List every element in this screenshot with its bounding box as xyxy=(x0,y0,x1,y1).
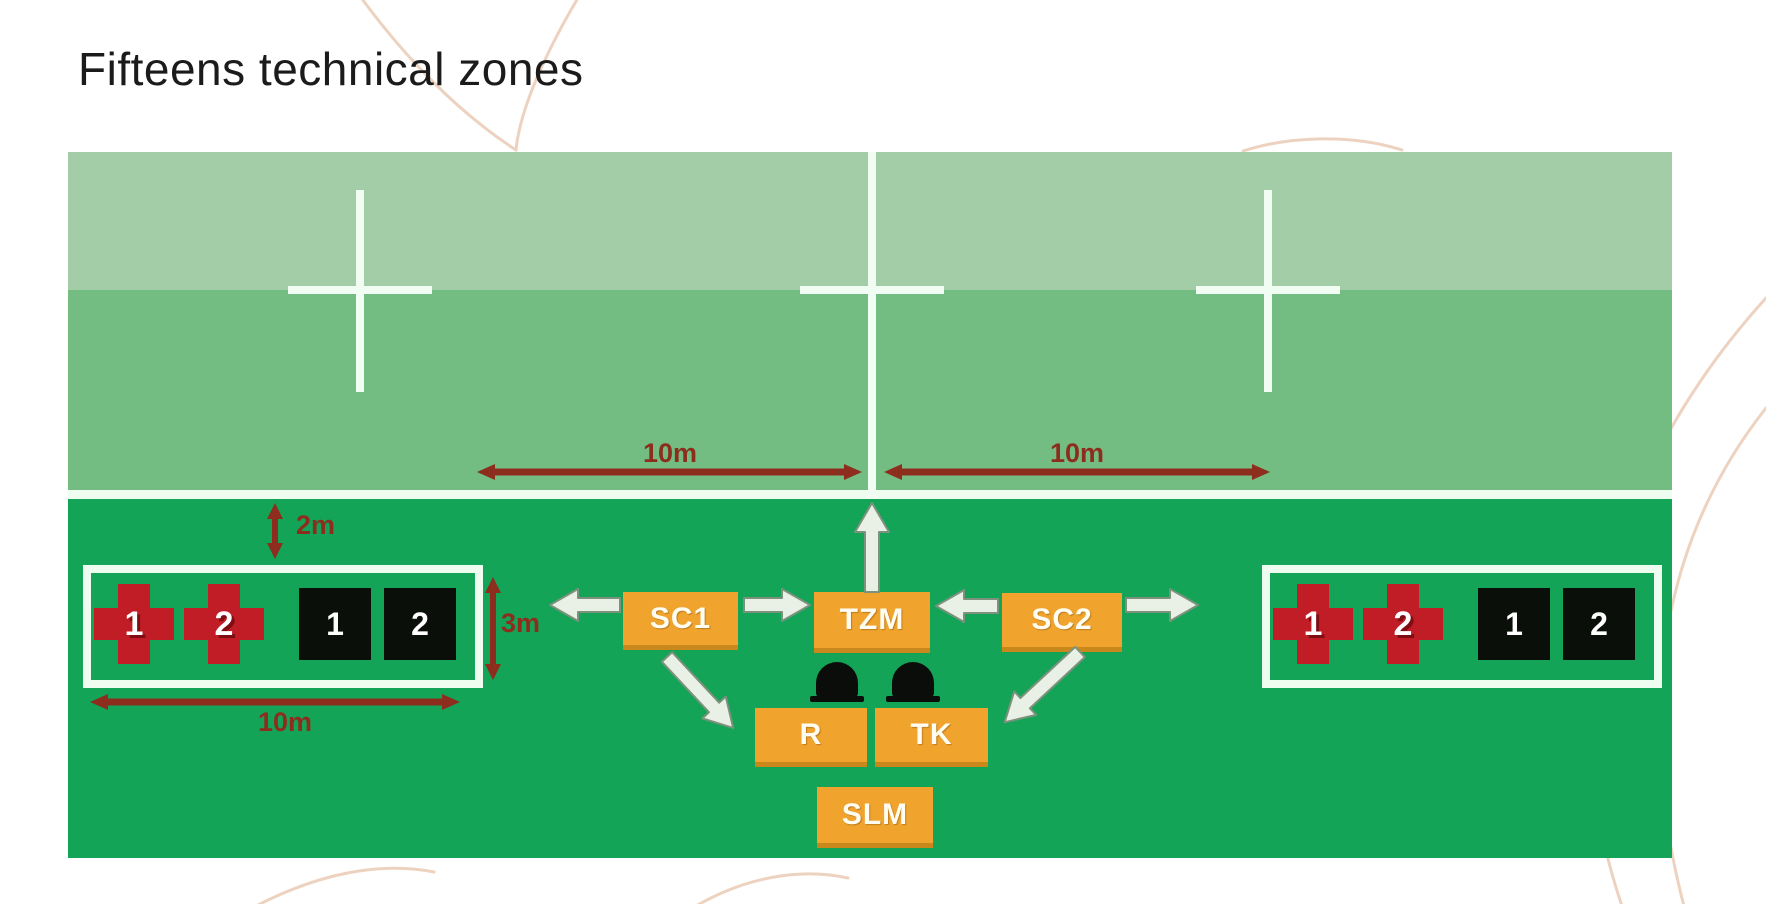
role-box-tk: TK xyxy=(875,708,988,767)
person-head xyxy=(892,662,934,698)
role-box-sc1: SC1 xyxy=(623,592,738,650)
medic-cross-shape xyxy=(118,584,150,664)
role-box-r: R xyxy=(755,708,867,767)
medic-cross: 1 xyxy=(94,584,174,664)
technical-zone-right: 1 2 1 2 xyxy=(1262,565,1662,688)
pitch-diagram: 1 2 1 2 1 2 1 2 10 xyxy=(68,152,1672,858)
person-silhouette xyxy=(810,662,864,702)
medic-number: 1 xyxy=(124,604,144,643)
role-box-sc2: SC2 xyxy=(1002,593,1122,652)
sub-square: 1 xyxy=(299,588,371,660)
person-base xyxy=(886,696,940,702)
medic-number: 2 xyxy=(1393,604,1413,643)
technical-zone-left: 1 2 1 2 xyxy=(83,565,483,688)
role-box-slm: SLM xyxy=(817,787,933,848)
medic-cross: 2 xyxy=(1363,584,1443,664)
dimension-10m-right: 10m xyxy=(1049,438,1105,468)
left-cross-horizontal xyxy=(288,286,432,294)
dimension-10m-left: 10m xyxy=(642,438,698,468)
medic-cross: 2 xyxy=(184,584,264,664)
medic-cross-shape xyxy=(1297,584,1329,664)
medic-number: 1 xyxy=(1303,604,1323,643)
page-title: Fifteens technical zones xyxy=(78,43,584,95)
medic-cross-shape xyxy=(1387,584,1419,664)
center-cross-horizontal xyxy=(800,286,944,294)
dimension-2m: 2m xyxy=(296,510,336,540)
person-base xyxy=(810,696,864,702)
sub-square: 1 xyxy=(1478,588,1550,660)
dimension-3m: 3m xyxy=(501,608,541,638)
halfway-line xyxy=(868,152,876,499)
dimension-10m-bottom: 10m xyxy=(257,707,313,737)
sub-square: 2 xyxy=(1563,588,1635,660)
medic-number: 2 xyxy=(214,604,234,643)
role-box-tzm: TZM xyxy=(814,592,930,653)
sub-square: 2 xyxy=(384,588,456,660)
right-cross-horizontal xyxy=(1196,286,1340,294)
medic-cross-shape xyxy=(208,584,240,664)
person-head xyxy=(816,662,858,698)
person-silhouette xyxy=(886,662,940,702)
medic-cross: 1 xyxy=(1273,584,1353,664)
